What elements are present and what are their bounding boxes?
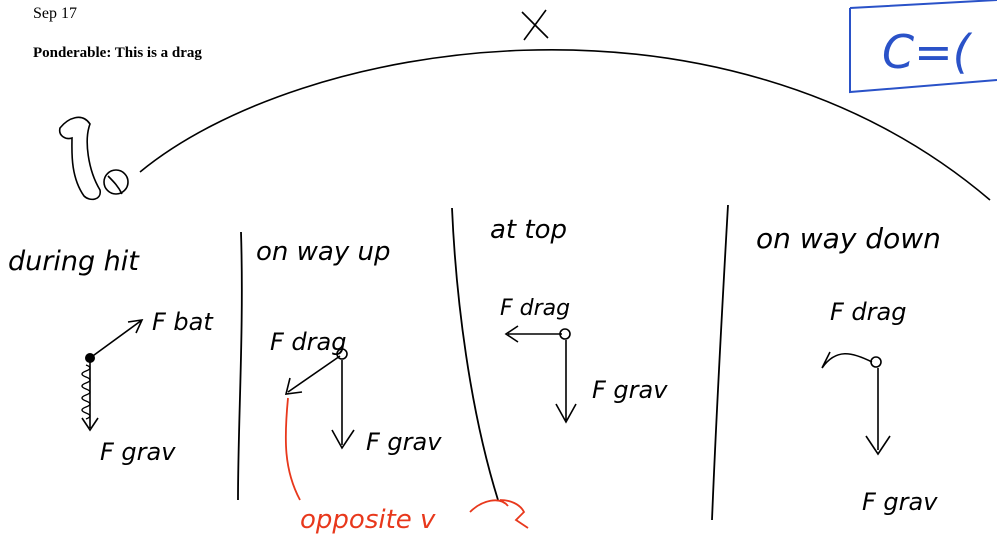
bat-and-ball-sketch [58, 116, 129, 201]
force-label-bat: F bat [152, 308, 214, 336]
drag-arrow-at-top [504, 325, 562, 343]
force-label-drag-way-up: F drag [270, 328, 346, 356]
grav-arrow-way-down [865, 368, 891, 456]
drag-arrow-way-up [284, 355, 341, 395]
trajectory-arc [139, 49, 991, 201]
ball-dot-way-up [336, 348, 348, 360]
note-opposite-v: opposite v [300, 505, 436, 535]
blue-box [849, 0, 997, 94]
force-label-grav-way-down: F grav [862, 488, 938, 516]
grav-arrow-at-top [555, 340, 577, 424]
date-label: Sep 17 [33, 5, 77, 22]
force-label-grav-way-up: F grav [366, 428, 442, 456]
panel-label-during-hit: during hit [8, 246, 140, 277]
bat-force-arrow [89, 319, 144, 359]
apex-x-mark [521, 9, 549, 41]
separator-3 [711, 204, 729, 521]
panel-label-on-way-down: on way down [756, 222, 941, 255]
red-annotation-curve [284, 397, 529, 529]
drag-arrow-way-down [821, 351, 873, 369]
force-label-grav-during-hit: F grav [100, 438, 176, 466]
separator-2 [451, 207, 499, 501]
force-label-drag-at-top: F drag [500, 296, 570, 321]
separator-1 [237, 231, 243, 501]
ponderable-heading: Ponderable: This is a drag [33, 45, 202, 61]
grav-arrow-way-up [331, 360, 355, 450]
force-label-drag-way-down: F drag [830, 298, 906, 326]
corner-equation-fragment: C=( [882, 25, 973, 79]
panel-label-at-top: at top [490, 215, 567, 245]
ball-dot-way-down [870, 356, 882, 368]
scribble-during-hit [81, 364, 91, 420]
force-label-grav-at-top: F grav [592, 376, 668, 404]
panel-label-on-way-up: on way up [256, 237, 390, 267]
